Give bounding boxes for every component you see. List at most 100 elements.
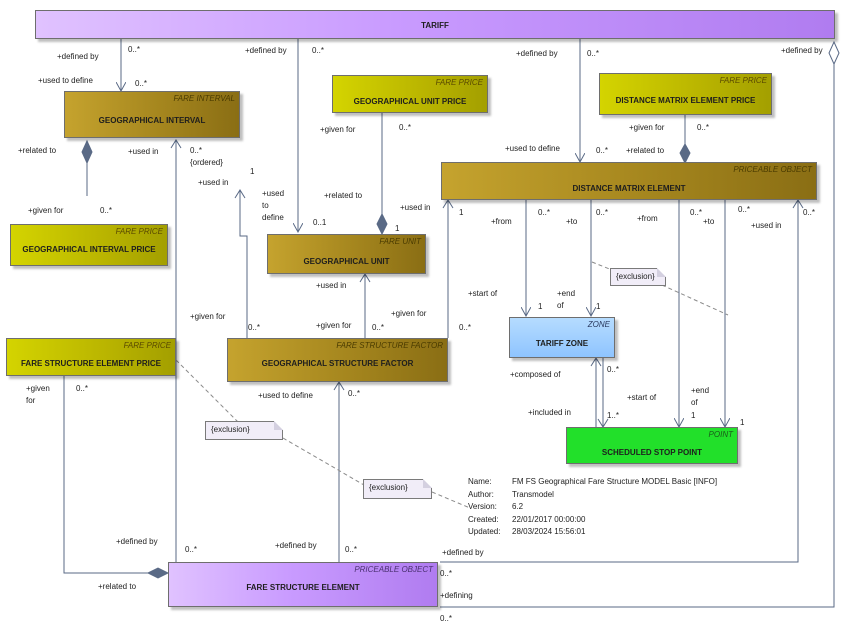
box-title: GEOGRAPHICAL INTERVAL bbox=[98, 116, 206, 125]
multiplicity-label: 0..* bbox=[100, 206, 113, 215]
multiplicity-label: 0..* bbox=[690, 208, 703, 217]
info-updated: 28/03/2024 15:56:01 bbox=[512, 527, 586, 536]
multiplicity-label: 0..* bbox=[596, 146, 609, 155]
conn-dme-fse bbox=[440, 200, 799, 563]
multiplicity-label: 1..* bbox=[607, 411, 620, 420]
conn-gi-gsf bbox=[239, 190, 248, 338]
geographical-interval-box[interactable]: FARE INTERVAL GEOGRAPHICAL INTERVAL bbox=[64, 91, 240, 138]
role-label: +given bbox=[26, 384, 50, 393]
aggregation-diamond-tariff bbox=[828, 40, 840, 66]
role-label: +defined by bbox=[57, 52, 99, 61]
box-title: GEOGRAPHICAL STRUCTURE FACTOR bbox=[261, 359, 414, 368]
geographical-unit-price-box[interactable]: FARE PRICE GEOGRAPHICAL UNIT PRICE bbox=[332, 75, 488, 113]
role-label: +related to bbox=[626, 146, 665, 155]
multiplicity-label: 0..* bbox=[135, 79, 148, 88]
arrow-dme-fse bbox=[792, 199, 804, 209]
geographical-interval-price-box[interactable]: FARE PRICE GEOGRAPHICAL INTERVAL PRICE bbox=[10, 224, 168, 266]
role-label: +used bbox=[262, 189, 285, 198]
role-label: +used in bbox=[128, 147, 159, 156]
conn-tariff-fse bbox=[440, 64, 835, 608]
role-label: +start of bbox=[468, 289, 498, 298]
dash-note2-info bbox=[431, 491, 471, 509]
box-title: DISTANCE MATRIX ELEMENT PRICE bbox=[615, 96, 756, 105]
role-label: +defined by bbox=[781, 46, 823, 55]
tariff-zone-box[interactable]: ZONE TARIFF ZONE bbox=[509, 317, 615, 358]
role-label: +composed of bbox=[510, 370, 561, 379]
multiplicity-label: 1 bbox=[740, 418, 745, 427]
stereotype-label: PRICEABLE OBJECT bbox=[733, 165, 812, 174]
dash-note3-ssp bbox=[661, 284, 729, 316]
multiplicity-label: 0..* bbox=[128, 45, 141, 54]
stereotype-label: FARE STRUCTURE FACTOR bbox=[336, 341, 443, 350]
multiplicity-label: 1 bbox=[691, 411, 696, 420]
multiplicity-label: 0..* bbox=[607, 365, 620, 374]
info-name: FM FS Geographical Fare Structure MODEL … bbox=[512, 477, 718, 486]
multiplicity-label: 0..* bbox=[345, 545, 358, 554]
composite-diamond-gu bbox=[376, 212, 388, 236]
note-text: {exclusion} bbox=[211, 425, 250, 434]
role-label: +given for bbox=[629, 123, 665, 132]
geographical-unit-box[interactable]: FARE UNIT GEOGRAPHICAL UNIT bbox=[267, 234, 426, 274]
info-created: 22/01/2017 00:00:00 bbox=[512, 514, 586, 524]
role-label: +related to bbox=[98, 582, 137, 591]
box-title: DISTANCE MATRIX ELEMENT bbox=[572, 184, 686, 193]
constraint-label: {ordered} bbox=[190, 158, 223, 167]
info-author: Transmodel bbox=[512, 489, 554, 499]
multiplicity-label: 0..* bbox=[76, 384, 89, 393]
role-label: +defined by bbox=[116, 537, 158, 546]
multiplicity-label: 0..* bbox=[248, 323, 261, 332]
stereotype-label: FARE PRICE bbox=[115, 227, 163, 236]
composite-diamond-dme bbox=[679, 142, 691, 165]
role-label: +to bbox=[703, 217, 715, 226]
role-label: +given for bbox=[391, 309, 427, 318]
tariff-title: TARIFF bbox=[421, 21, 449, 30]
composite-diamond-fse bbox=[146, 567, 170, 579]
multiplicity-label: 0..* bbox=[538, 208, 551, 217]
role-label: +defined by bbox=[275, 541, 317, 550]
arrow-gsf-fse bbox=[333, 381, 345, 391]
info-key: Author: bbox=[468, 489, 494, 499]
fare-structure-element-price-box[interactable]: FARE PRICE FARE STRUCTURE ELEMENT PRICE bbox=[6, 338, 176, 376]
multiplicity-label: 0..* bbox=[803, 208, 816, 217]
fare-structure-element-box[interactable]: PRICEABLE OBJECT FARE STRUCTURE ELEMENT bbox=[168, 562, 438, 607]
role-label: +given for bbox=[190, 312, 226, 321]
box-title: GEOGRAPHICAL UNIT bbox=[303, 257, 390, 266]
arrow-gi-gsf bbox=[234, 189, 246, 199]
tariff-box[interactable]: TARIFF bbox=[35, 10, 835, 39]
distance-matrix-element-box[interactable]: PRICEABLE OBJECT DISTANCE MATRIX ELEMENT bbox=[441, 162, 817, 200]
box-title: SCHEDULED STOP POINT bbox=[601, 448, 703, 457]
role-label: +used to define bbox=[38, 76, 93, 85]
role-label: +given for bbox=[316, 321, 352, 330]
distance-matrix-element-price-box[interactable]: FARE PRICE DISTANCE MATRIX ELEMENT PRICE bbox=[599, 73, 772, 115]
box-title: TARIFF ZONE bbox=[535, 339, 589, 348]
scheduled-stop-point-box[interactable]: POINT SCHEDULED STOP POINT bbox=[566, 427, 738, 464]
box-title: FARE STRUCTURE ELEMENT PRICE bbox=[20, 359, 161, 368]
role-label: +to bbox=[566, 217, 578, 226]
composite-diamond-gi bbox=[81, 139, 93, 165]
info-key: Updated: bbox=[468, 527, 501, 536]
stereotype-label: FARE PRICE bbox=[123, 341, 171, 350]
multiplicity-label: 0..* bbox=[697, 123, 710, 132]
role-label: to bbox=[262, 201, 269, 210]
role-label: +used in bbox=[400, 203, 431, 212]
stereotype-label: FARE UNIT bbox=[379, 237, 421, 246]
role-label: of bbox=[557, 301, 564, 310]
role-label: +included in bbox=[528, 408, 571, 417]
multiplicity-label: 1 bbox=[395, 224, 400, 233]
role-label: define bbox=[262, 213, 284, 222]
stereotype-label: ZONE bbox=[587, 320, 610, 329]
geographical-structure-factor-box[interactable]: FARE STRUCTURE FACTOR GEOGRAPHICAL STRUC… bbox=[227, 338, 448, 382]
multiplicity-label: 0..1 bbox=[313, 218, 327, 227]
exclusion-note: {exclusion} bbox=[205, 421, 283, 440]
box-title: GEOGRAPHICAL UNIT PRICE bbox=[353, 97, 467, 106]
multiplicity-label: 0..* bbox=[190, 146, 203, 155]
box-title: FARE STRUCTURE ELEMENT bbox=[246, 583, 360, 592]
multiplicity-label: 0..* bbox=[459, 323, 472, 332]
stereotype-label: PRICEABLE OBJECT bbox=[354, 565, 433, 574]
dash-tz-note3 bbox=[591, 261, 613, 271]
arrow-tz-ssp-up bbox=[590, 357, 602, 367]
role-label: +end bbox=[691, 386, 710, 395]
stereotype-label: FARE INTERVAL bbox=[173, 94, 236, 103]
role-label: of bbox=[691, 398, 698, 407]
